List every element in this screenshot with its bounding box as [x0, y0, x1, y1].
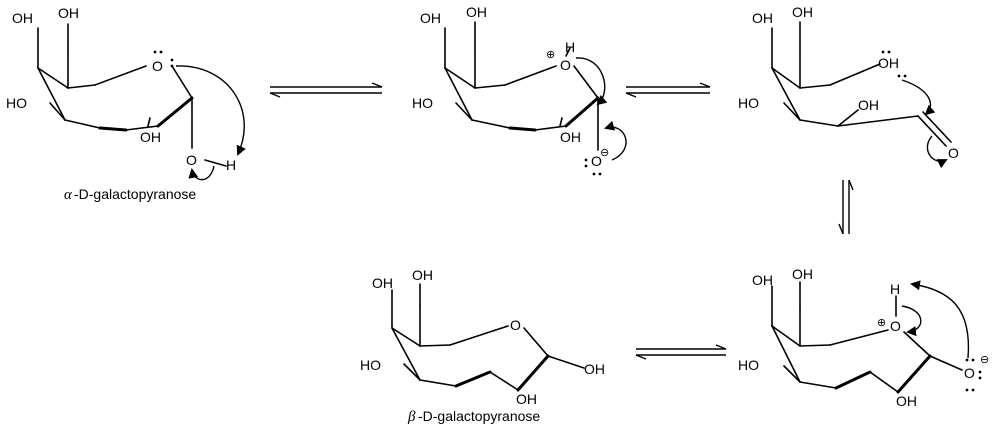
equilibrium-arrow-vertical: [838, 179, 854, 235]
alpha-caption: -D-galactopyranose: [74, 186, 196, 202]
oxonium-oxygen-label: O: [560, 57, 571, 73]
atom-label-oh: OH: [412, 267, 433, 283]
atom-label-oh: OH: [58, 5, 79, 21]
alpha-galactopyranose-structure: OH OH O HO OH O H α -D-galactopyranose: [6, 5, 246, 203]
negative-charge: ⊖: [980, 354, 989, 366]
alkoxide-oxygen-label: O: [964, 365, 975, 381]
alpha-symbol: α: [64, 187, 73, 203]
beta-galactopyranose-structure: OH OH O HO OH OH β -D-galactopyranose: [360, 267, 605, 425]
atom-label-oh: OH: [858, 97, 879, 113]
oxonium-hydrogen-label: H: [565, 39, 575, 55]
atom-label-oh: OH: [140, 129, 161, 145]
atom-label-oh: OH: [560, 129, 581, 145]
atom-label-oh: OH: [792, 266, 813, 282]
atom-label-oh: OH: [896, 393, 917, 409]
equilibrium-arrow-bottom: [635, 344, 727, 360]
negative-charge: ⊖: [600, 147, 609, 159]
atom-label-ho: HO: [360, 357, 381, 373]
positive-charge: ⊕: [877, 317, 886, 329]
ring-oxygen-label: O: [510, 317, 521, 333]
atom-label-oh: OH: [466, 4, 487, 20]
atom-label-ho: HO: [412, 95, 433, 111]
atom-label-oh: OH: [516, 391, 537, 407]
atom-label-ho: HO: [738, 357, 759, 373]
atom-label-oh: OH: [792, 4, 813, 20]
atom-label-oh: OH: [372, 275, 393, 291]
atom-label-oh: OH: [752, 10, 773, 26]
hydroxyl-hydrogen-label: H: [226, 157, 236, 173]
oxonium-oxygen-label: O: [890, 318, 901, 334]
equilibrium-arrow-1: [269, 82, 383, 98]
atom-label-ho: HO: [738, 95, 759, 111]
carbonyl-oxygen-label: O: [948, 145, 959, 161]
alkoxide-oxygen-label: O: [591, 153, 602, 169]
intermediate-beta-oxonium-structure: OH OH H O ⊕ HO OH O ⊖: [738, 266, 989, 409]
open-chain-aldehyde-structure: OH OH OH HO OH O: [738, 4, 959, 169]
atom-label-oh: OH: [420, 10, 441, 26]
hydroxyl-oxygen-label: O: [186, 152, 197, 168]
oxonium-hydrogen-label: H: [890, 281, 900, 297]
intermediate-oxonium-alkoxide-structure: OH OH O H ⊕ HO OH O ⊖: [412, 4, 627, 176]
free-hydroxyl-label: OH: [878, 55, 899, 71]
beta-caption: -D-galactopyranose: [418, 408, 540, 424]
beta-symbol: β: [407, 409, 416, 425]
atom-label-ho: HO: [6, 95, 27, 111]
ring-oxygen-label: O: [152, 58, 163, 74]
atom-label-oh: OH: [752, 272, 773, 288]
equilibrium-arrow-2: [625, 82, 711, 98]
anomeric-hydroxyl-label: OH: [584, 361, 605, 377]
positive-charge: ⊕: [546, 49, 555, 61]
atom-label-oh: OH: [12, 10, 33, 26]
